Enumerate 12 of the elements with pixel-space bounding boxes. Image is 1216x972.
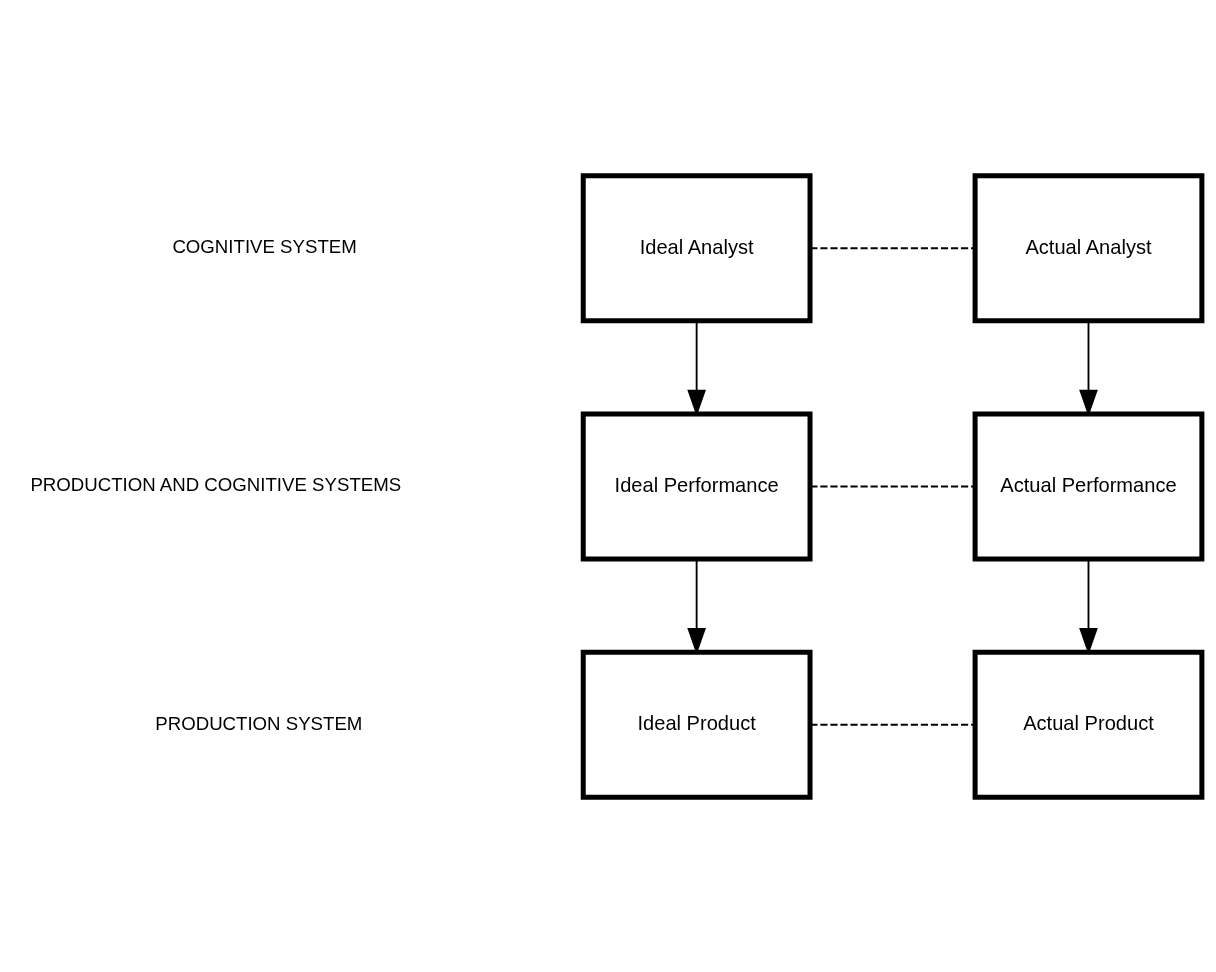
node-box: Ideal Analyst [580, 172, 813, 323]
node-box: Actual Product [972, 649, 1205, 800]
connector [809, 246, 976, 249]
node-box: Ideal Product [580, 649, 813, 800]
node-box: Actual Analyst [972, 172, 1205, 323]
node-box: Ideal Performance [580, 411, 813, 561]
connector [809, 723, 976, 726]
label: COGNITIVE SYSTEM [172, 235, 357, 257]
connector [809, 485, 976, 487]
node-box: Actual Performance [972, 411, 1205, 561]
label: PRODUCTION SYSTEM [155, 712, 363, 734]
label: PRODUCTION AND COGNITIVE SYSTEMS [30, 473, 402, 495]
